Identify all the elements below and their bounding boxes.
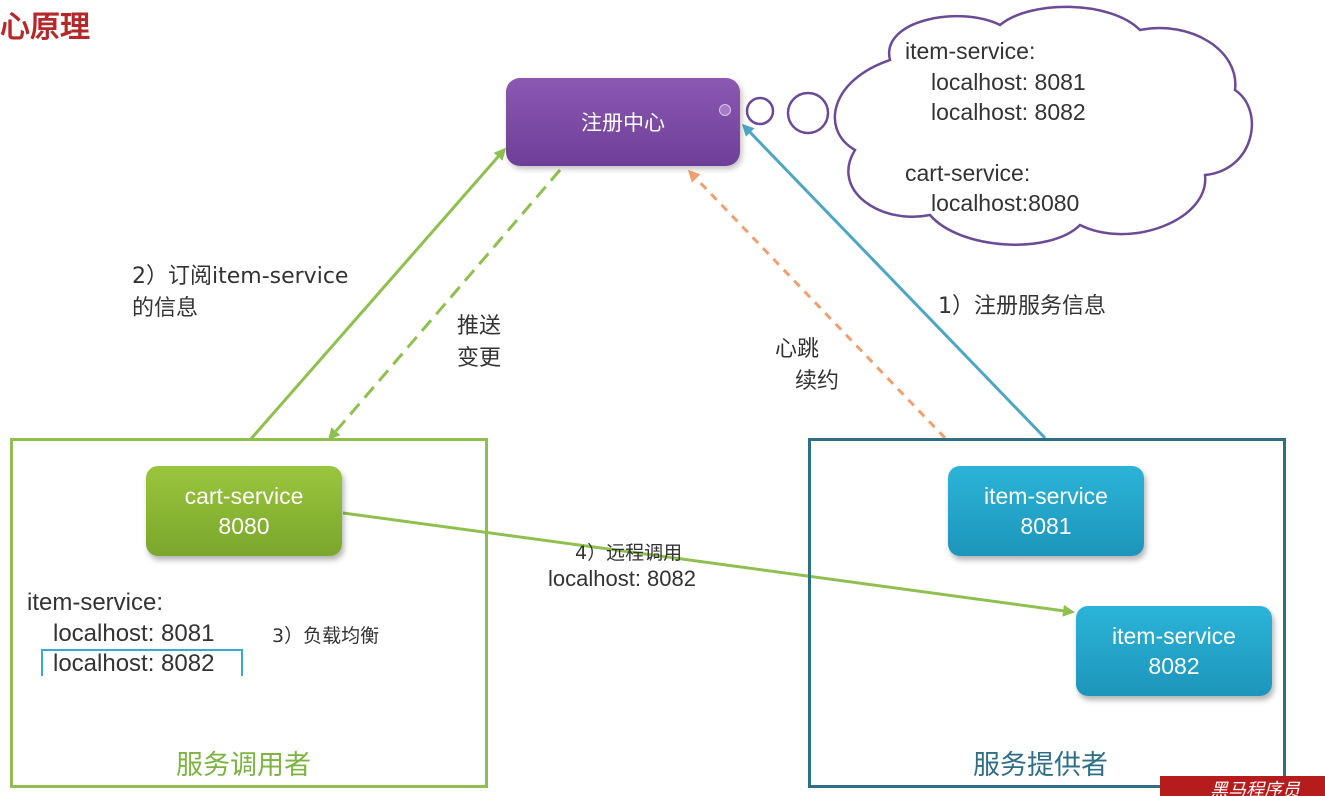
subscribe-label-line2: 的信息	[132, 296, 199, 321]
remote-call-arrow	[342, 511, 1075, 617]
consumer-group	[10, 438, 488, 788]
heartbeat-label-line1: 心跳	[775, 337, 820, 362]
consumer-title: 服务调用者	[176, 750, 311, 781]
item-service-name: item-service	[1112, 623, 1236, 649]
cart-service-name: cart-service	[184, 483, 304, 509]
provider-title: 服务提供者	[973, 750, 1108, 781]
push-label-line1: 推送	[457, 314, 502, 339]
register-arrow	[741, 123, 1047, 440]
thought-bubble-small	[745, 96, 775, 126]
item-service-port: 8081	[1020, 513, 1072, 539]
cloud-shape	[833, 5, 1254, 246]
remote-call-label-line2: localhost: 8082	[548, 566, 696, 591]
page-title: 心原理	[0, 10, 90, 45]
cart-service-port: 8080	[218, 513, 270, 539]
cloud-cart-service-label: cart-service:	[905, 160, 1031, 186]
consumer-list-item: localhost: 8081	[53, 620, 215, 647]
push-arrow	[328, 169, 562, 441]
push-label-line2: 变更	[457, 346, 502, 371]
item-service-name: item-service	[984, 483, 1108, 509]
cloud-item-instance-8081: localhost: 8081	[931, 69, 1086, 95]
cart-service-node[interactable]: cart-service 8080	[146, 466, 342, 556]
item-service-node-8082[interactable]: item-service 8082	[1076, 606, 1272, 696]
register-label: 1）注册服务信息	[938, 294, 1106, 319]
registry-dot-icon	[719, 104, 731, 116]
item-service-node-8081[interactable]: item-service 8081	[948, 466, 1144, 556]
cloud-item-instance-8082: localhost: 8082	[931, 99, 1086, 125]
registry-label: 注册中心	[581, 112, 665, 135]
remote-call-label-line1: 4）远程调用	[575, 542, 683, 564]
selected-instance-highlight	[41, 649, 243, 676]
item-service-port: 8082	[1148, 653, 1200, 679]
heartbeat-label-line2: 续约	[795, 369, 840, 394]
registry-center[interactable]: 注册中心	[506, 78, 740, 166]
thought-bubble-large	[786, 91, 830, 135]
consumer-list-header: item-service:	[27, 589, 164, 616]
watermark-text: 黑马程序员	[1210, 780, 1300, 796]
heartbeat-arrow	[687, 169, 947, 440]
watermark-ribbon: 黑马程序员	[1160, 776, 1325, 796]
cloud-cart-instance-8080: localhost:8080	[931, 190, 1080, 216]
consumer-list-item-selected: localhost: 8082	[53, 650, 215, 677]
cloud-item-service-label: item-service:	[905, 38, 1036, 64]
subscribe-arrow	[248, 147, 506, 441]
load-balance-label: 3）负载均衡	[272, 625, 380, 647]
subscribe-label-line1: 2）订阅item-service	[132, 264, 349, 289]
provider-group	[808, 438, 1286, 788]
